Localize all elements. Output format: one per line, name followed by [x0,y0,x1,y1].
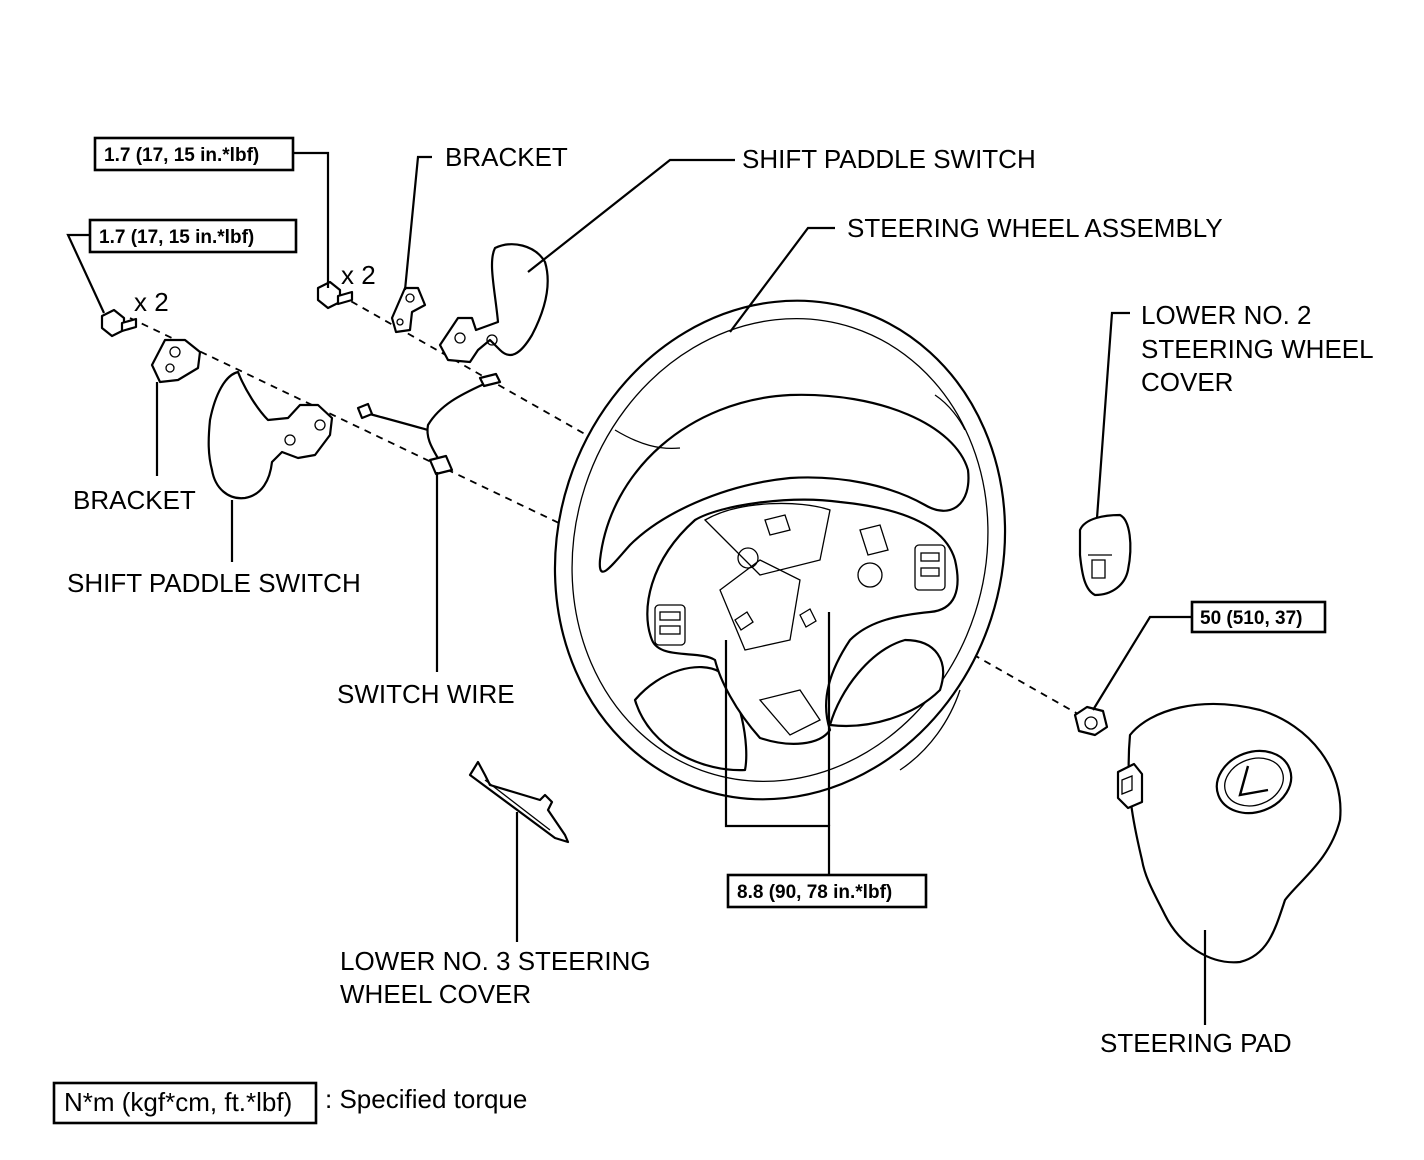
leader-nut-torque [1092,615,1192,711]
legend-unit: N*m (kgf*cm, ft.*lbf) [64,1087,292,1117]
label-lower-no3-line2: WHEEL COVER [340,979,531,1009]
nut-part [1073,705,1109,737]
torque-label-center: 8.8 (90, 78 in.*lbf) [737,882,892,903]
torque-label-upper-bolt: 1.7 (17, 15 in.*lbf) [104,145,259,166]
switch-wire-part [356,372,502,476]
shift-paddle-switch-upper-part [438,243,549,364]
legend: N*m (kgf*cm, ft.*lbf) : Specified torque [52,1081,527,1125]
torque-box-nut: 50 (510, 37) [1190,600,1327,634]
torque-box-center: 8.8 (90, 78 in.*lbf) [726,873,928,909]
leader-lines [66,151,1207,1025]
leader-center-torque [724,640,831,878]
label-bracket-top: BRACKET [445,142,568,172]
label-lower-no3-line1: LOWER NO. 3 STEERING [340,946,651,976]
label-steering-pad: STEERING PAD [1100,1028,1292,1058]
lower-no2-cover-part [1078,513,1132,597]
steering-pad-part [1116,702,1342,964]
label-shift-paddle-top: SHIFT PADDLE SWITCH [742,144,1036,174]
bracket-left-part [150,338,202,384]
torque-box-upper-bolt: 1.7 (17, 15 in.*lbf) [93,136,295,172]
legend-description: : Specified torque [325,1084,527,1114]
legend-box [52,1081,318,1125]
left-bolt-part [100,308,138,338]
steering-wheel-assembly [553,299,1007,801]
shift-paddle-switch-left-part [207,370,334,500]
axis-line-left [129,317,721,601]
quantity-left-bolt: x 2 [134,287,169,317]
leader-shift-paddle-top [527,158,735,273]
leader-upper-torque [293,151,330,288]
leader-lower-no2 [1095,311,1130,519]
label-bracket-left: BRACKET [73,485,196,515]
label-lower-no2-line2: STEERING WHEEL [1141,334,1374,364]
upper-bolt-part [316,280,354,310]
lower-no3-cover-part [468,760,570,844]
label-lower-no2-line3: COVER [1141,367,1233,397]
leader-bracket-top [403,155,432,291]
leader-left-torque [66,233,105,314]
torque-box-left-bolt: 1.7 (17, 15 in.*lbf) [88,218,298,254]
leader-steering-wheel [729,226,835,333]
label-lower-no2-line1: LOWER NO. 2 [1141,300,1311,330]
label-steering-wheel-assembly: STEERING WHEEL ASSEMBLY [847,213,1223,243]
torque-label-left-bolt: 1.7 (17, 15 in.*lbf) [99,227,254,248]
label-shift-paddle-left: SHIFT PADDLE SWITCH [67,568,361,598]
bracket-upper-part [390,286,427,334]
torque-label-nut: 50 (510, 37) [1200,608,1302,629]
label-switch-wire: SWITCH WIRE [337,679,515,709]
quantity-upper-bolt: x 2 [341,260,376,290]
